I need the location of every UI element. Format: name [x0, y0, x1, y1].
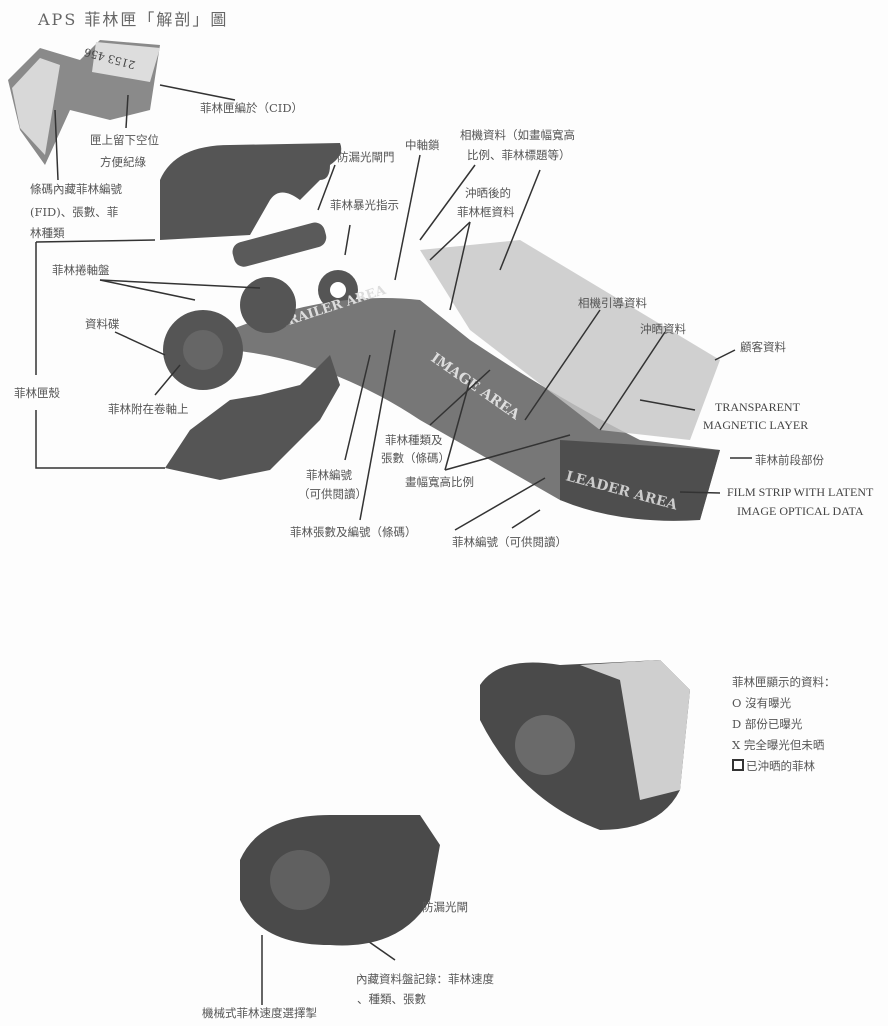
label-door2: 防漏光閘 [422, 900, 468, 914]
label-film-id-readable: 菲林編號（可供閱讀） [452, 535, 567, 549]
label-barcode-1: 條碼內藏菲林編號 [30, 182, 122, 196]
label-type-count-1: 菲林種類及 [385, 433, 443, 447]
cartridge-photo-2 [240, 815, 440, 946]
label-count-id-barcode: 菲林張數及編號（條碼） [290, 525, 417, 539]
label-film-id-2: （可供閱讀） [298, 487, 367, 501]
legend-item: 已沖晒的菲林 [732, 756, 836, 777]
legend-heading: 菲林匣顯示的資料： [732, 675, 836, 689]
label-data-disk: 資料碟 [85, 317, 120, 331]
label-frame-data-2: 菲林框資料 [457, 205, 515, 219]
top-shell [160, 143, 342, 240]
label-barcode-3: 林種類 [30, 226, 65, 240]
label-processing: 沖晒資料 [640, 322, 686, 336]
label-speed-selector: 機械式菲林速度選擇掣 [202, 1006, 317, 1020]
label-disk-record-1: 內藏資料盤記錄：菲林速度 [356, 972, 494, 986]
label-strip-2: IMAGE OPTICAL DATA [737, 504, 864, 518]
legend-item: O 沒有曝光 [732, 696, 792, 710]
square-icon [732, 759, 744, 771]
label-shell: 菲林匣殼 [14, 386, 60, 400]
label-type-count-2: 張數（條碼） [381, 451, 450, 465]
page-title: APS 菲林匣「解剖」圖 [38, 10, 229, 29]
label-exposure-indicator: 菲林暴光指示 [330, 198, 399, 212]
label-cid: 菲林匣編於（CID） [200, 101, 304, 115]
label-light-door: 防漏光閘門 [337, 150, 395, 164]
label-blank-1: 匣上留下空位 [90, 133, 159, 147]
label-spindle-lock: 中軸鎖 [405, 138, 440, 152]
label-film-id-1: 菲林編號 [306, 468, 352, 482]
label-disk-record-2: 、種類、張數 [357, 992, 426, 1006]
bottom-shell [165, 355, 340, 480]
label-frame-data-1: 沖晒後的 [465, 186, 511, 200]
label-camera-data-2: 比例、菲林標題等） [467, 148, 571, 162]
spindle [232, 222, 327, 267]
label-blank-2: 方便紀綠 [100, 155, 146, 169]
label-magnetic-2: MAGNETIC LAYER [703, 418, 809, 432]
label-attached: 菲林附在卷軸上 [108, 402, 189, 416]
label-leader: 菲林前段部份 [755, 453, 824, 467]
label-camera-data-1: 相機資料（如畫幅寬高 [460, 128, 575, 142]
status-legend: 菲林匣顯示的資料： O 沒有曝光 D 部份已曝光 X 完全曝光但未晒 已沖晒的菲… [732, 672, 836, 777]
label-strip-1: FILM STRIP WITH LATENT [727, 485, 874, 499]
label-magnetic-1: TRANSPARENT [715, 400, 800, 414]
legend-item: D 部份已曝光 [732, 717, 803, 731]
label-aspect: 畫幅寬高比例 [405, 475, 474, 489]
label-customer: 顧客資料 [740, 340, 786, 354]
legend-item: X 完全曝光但未晒 [732, 738, 825, 752]
label-barcode-2: (FID)、張數、菲 [30, 205, 119, 219]
label-spool: 菲林捲軸盤 [52, 263, 110, 277]
label-camera-guide: 相機引導資料 [578, 296, 647, 310]
leader-lines [35, 84, 752, 1005]
